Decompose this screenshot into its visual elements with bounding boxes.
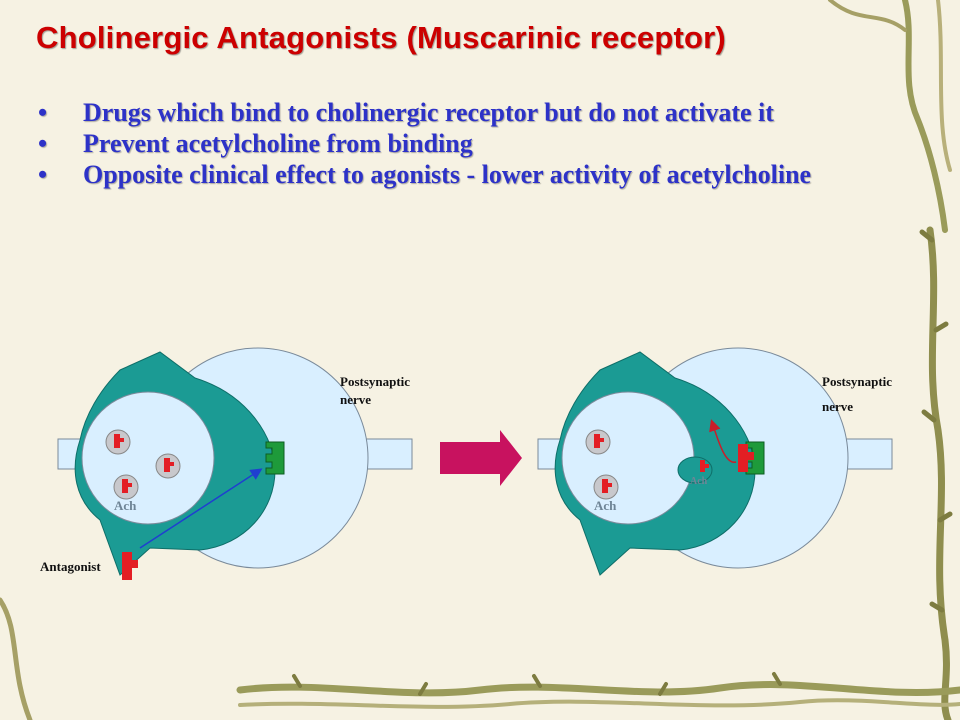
right-muscarinic-receptor: [745, 441, 765, 475]
left-muscarinic-receptor: [265, 441, 285, 475]
bullet-item: • Prevent acetylcholine from binding: [36, 128, 946, 159]
left-ach-label: Ach: [114, 498, 137, 513]
antagonist-binding-arrow: [139, 468, 263, 549]
bullet-dot-icon: •: [38, 129, 48, 158]
bullet-item: • Opposite clinical effect to agonists - …: [36, 159, 946, 190]
bullet-list: • Drugs which bind to cholinergic recepto…: [36, 97, 946, 190]
right-ach-vesicle: [593, 474, 619, 500]
right-synapse-panel: Postsynaptic nerve Ach Ach: [537, 347, 893, 576]
bullet-text: Drugs which bind to cholinergic receptor…: [83, 98, 774, 127]
blocked-ach-arrow: [709, 419, 737, 463]
right-ach-label: Ach: [594, 498, 617, 513]
antagonist-label: Antagonist: [40, 559, 101, 574]
right-postsynaptic-label-line2: nerve: [822, 399, 853, 414]
antagonist-molecule: [122, 552, 138, 580]
released-ach-label: Ach: [690, 476, 708, 487]
left-ach-vesicle: [155, 453, 181, 479]
bullet-dot-icon: •: [38, 160, 48, 189]
bullet-text: Opposite clinical effect to agonists - l…: [83, 160, 812, 189]
right-ach-vesicle: [585, 429, 611, 455]
left-ach-vesicle: [105, 429, 131, 455]
vine-decoration-right: [919, 226, 953, 720]
right-presynaptic-vesicle-area: [561, 391, 695, 525]
transition-arrow-icon: [440, 430, 522, 486]
bullet-text: Prevent acetylcholine from binding: [83, 129, 473, 158]
released-ach-molecule: [677, 456, 713, 484]
vine-decoration-bottom: [236, 672, 960, 709]
vine-decoration-top-right: [828, 0, 952, 233]
left-ach-vesicle: [113, 474, 139, 500]
slide-title: Cholinergic Antagonists (Muscarinic rece…: [36, 20, 726, 55]
left-presynaptic-vesicle-area: [81, 391, 215, 525]
right-postsynaptic-label: Postsynaptic: [822, 374, 892, 389]
left-postsynaptic-label: Postsynaptic: [340, 374, 410, 389]
left-postsynaptic-label-line2: nerve: [340, 392, 371, 407]
bullet-item: • Drugs which bind to cholinergic recepto…: [36, 97, 946, 128]
bound-antagonist-molecule: [738, 444, 754, 472]
left-synapse-panel: Postsynaptic nerve Ach Antagonist: [40, 347, 413, 580]
vine-decoration-left-bottom: [0, 597, 33, 720]
bullet-dot-icon: •: [38, 98, 48, 127]
